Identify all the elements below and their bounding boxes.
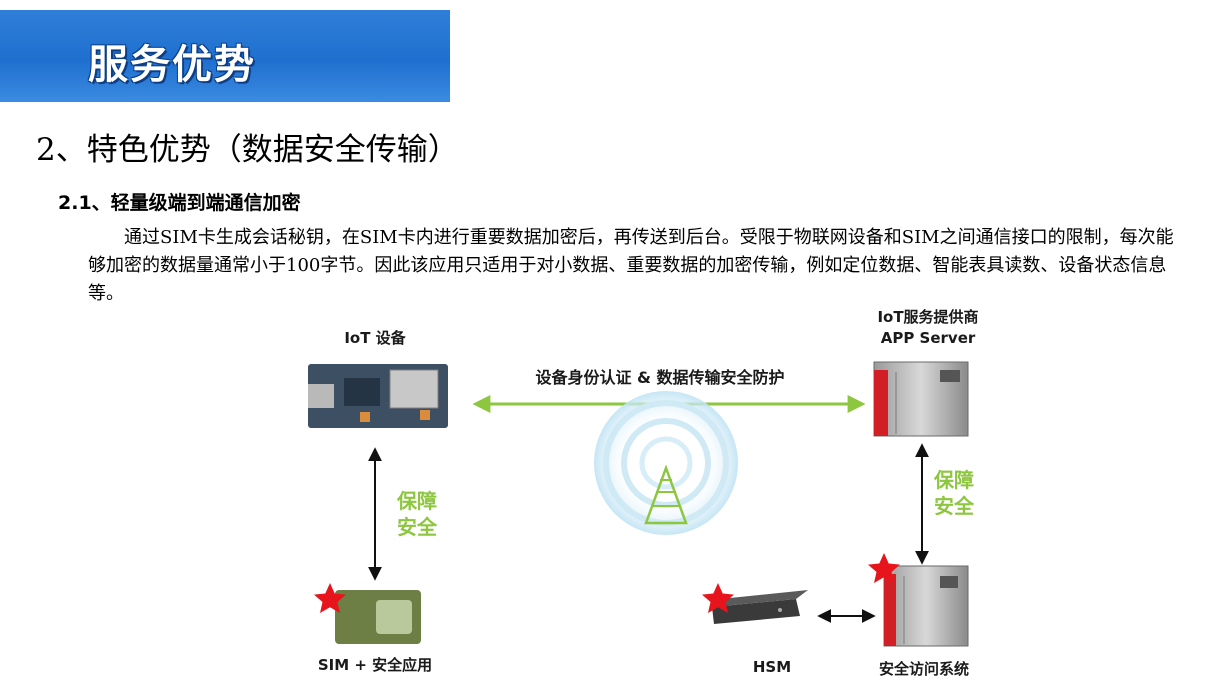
access-server-icon — [883, 565, 969, 647]
hsm-label: HSM — [753, 658, 791, 676]
right-protect-line2: 安全 — [934, 494, 975, 518]
access-label: 安全访问系统 — [879, 660, 969, 678]
access-star-icon — [868, 553, 900, 583]
iot-device-label: IoT 设备 — [344, 329, 406, 347]
left-protect-line1: 保障 — [396, 489, 437, 513]
left-protect-line2: 安全 — [397, 515, 438, 539]
architecture-diagram: IoT 设备 设备身份认证 & 数据传输安全防护 IoT服务提供商 APP Se… — [308, 308, 979, 678]
title-banner: 服务优势 — [0, 10, 450, 102]
right-protect-line1: 保障 — [933, 468, 974, 492]
section-heading: 2、特色优势（数据安全传输） — [36, 132, 459, 168]
description-paragraph: 通过SIM卡生成会话秘钥，在SIM卡内进行重要数据加密后，再传送到后台。受限于物… — [88, 227, 1174, 304]
app-server-icon — [873, 361, 969, 437]
sim-label: SIM + 安全应用 — [318, 656, 432, 674]
link-label: 设备身份认证 & 数据传输安全防护 — [535, 368, 784, 387]
hsm-icon — [712, 590, 808, 624]
sim-card-icon — [335, 590, 421, 644]
wireless-tower-icon — [594, 391, 738, 535]
server-label-line2: APP Server — [881, 329, 976, 347]
subsection-heading: 2.1、轻量级端到端通信加密 — [58, 192, 301, 214]
sim-star-icon — [314, 583, 346, 613]
hsm-star-icon — [702, 583, 734, 613]
banner-title: 服务优势 — [88, 42, 256, 88]
server-label-line1: IoT服务提供商 — [877, 308, 978, 326]
iot-board-icon — [308, 364, 448, 428]
